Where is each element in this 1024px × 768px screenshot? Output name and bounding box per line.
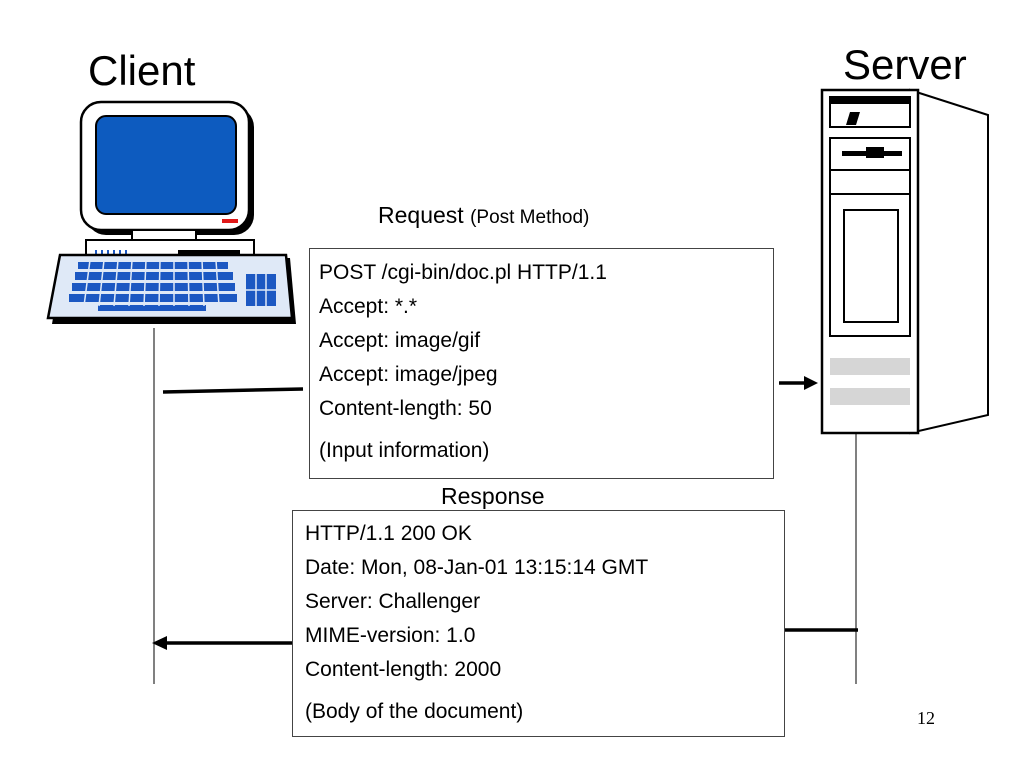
request-label: Request <box>378 202 464 228</box>
request-arrowhead <box>804 376 818 390</box>
response-caption: Response <box>441 483 545 509</box>
response-header: Date: Mon, 08-Jan-01 13:15:14 GMT <box>305 556 649 579</box>
power-light <box>222 219 238 223</box>
server-side-panel <box>909 88 989 435</box>
server-title: Server <box>843 41 967 88</box>
server-slot <box>830 388 910 405</box>
request-connector <box>162 387 304 394</box>
request-message-box: POST /cgi-bin/doc.pl HTTP/1.1 Accept: *.… <box>309 248 774 479</box>
server-slot <box>830 358 910 375</box>
desktop-computer-icon <box>46 100 296 324</box>
response-header: Content-length: 2000 <box>305 658 502 681</box>
request-header: Accept: image/gif <box>319 329 481 352</box>
response-message-box: HTTP/1.1 200 OK Date: Mon, 08-Jan-01 13:… <box>292 510 785 737</box>
request-header: Accept: *.* <box>319 295 418 318</box>
request-method: (Post Method) <box>470 207 590 228</box>
response-body: (Body of the document) <box>305 700 524 723</box>
response-header: MIME-version: 1.0 <box>305 624 476 647</box>
request-caption: Request (Post Method) <box>378 202 590 228</box>
monitor-screen <box>95 115 237 215</box>
request-header: Content-length: 50 <box>319 397 492 420</box>
request-body: (Input information) <box>319 439 490 462</box>
response-header: Server: Challenger <box>305 590 481 613</box>
server-tower-icon <box>820 88 989 435</box>
client-title: Client <box>88 47 196 94</box>
response-arrowhead <box>152 636 167 650</box>
request-line: POST /cgi-bin/doc.pl HTTP/1.1 <box>319 261 607 284</box>
request-header: Accept: image/jpeg <box>319 363 498 386</box>
monitor-neck <box>131 229 197 241</box>
status-line: HTTP/1.1 200 OK <box>305 522 472 545</box>
page-number: 12 <box>917 708 935 728</box>
